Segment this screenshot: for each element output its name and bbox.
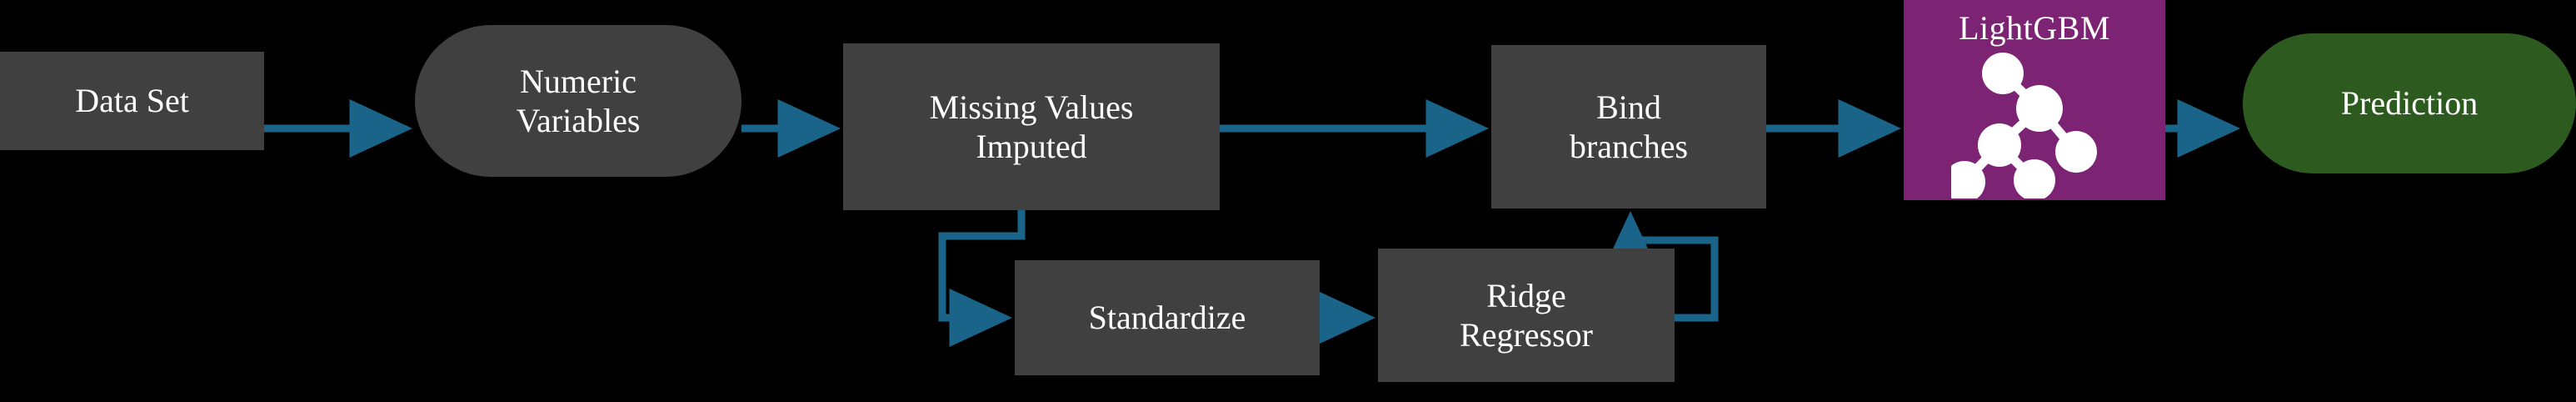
node-lightgbm[interactable]: LightGBM [1904,0,2165,200]
node-standardize[interactable]: Standardize [1015,260,1320,375]
node-prediction[interactable]: Prediction [2243,33,2576,173]
node-ridge-regressor[interactable]: Ridge Regressor [1378,249,1675,382]
node-missing-values-imputed-label: Missing Values Imputed [929,88,1134,165]
node-bind-branches-label: Bind branches [1569,88,1689,165]
node-missing-values-imputed[interactable]: Missing Values Imputed [843,43,1220,210]
node-prediction-label: Prediction [2340,84,2479,123]
node-numeric-variables[interactable]: Numeric Variables [415,25,741,177]
node-numeric-variables-label: Numeric Variables [516,62,641,139]
edge-missing-values-to-standardize [938,210,1026,348]
node-data-set-label: Data Set [75,82,189,120]
decision-tree-nodes-icon [1951,53,2097,198]
node-bind-branches[interactable]: Bind branches [1491,45,1766,209]
node-lightgbm-label: LightGBM [1959,9,2110,47]
node-standardize-label: Standardize [1088,299,1246,337]
node-data-set[interactable]: Data Set [0,52,264,150]
node-ridge-regressor-label: Ridge Regressor [1460,276,1593,354]
